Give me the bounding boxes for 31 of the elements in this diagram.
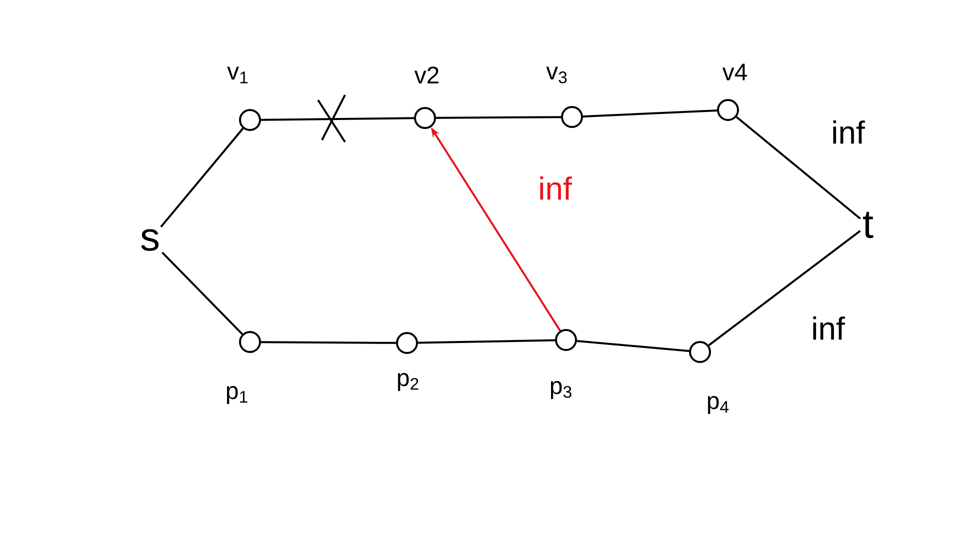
edge-label: inf xyxy=(540,176,572,200)
vertex-label: p$_{1}$ xyxy=(226,386,248,404)
edge-label: inf xyxy=(833,120,865,144)
vertex-label: v$_{1}$ xyxy=(227,66,248,84)
vertex-label: v4 xyxy=(722,64,747,80)
vertex-circle xyxy=(414,107,436,129)
vertex-circle xyxy=(689,341,711,363)
vertex-circle xyxy=(239,331,261,353)
vertex-circle xyxy=(396,332,418,354)
vertex-label: p$_{2}$ xyxy=(398,373,418,391)
node-label: t xyxy=(863,212,874,238)
vertex-label: v$_{3}$ xyxy=(546,66,567,84)
vertex-label: p$_{4}$ xyxy=(708,396,729,414)
vertex-circle xyxy=(239,109,261,131)
edge-line xyxy=(582,110,718,118)
vertex-label: v2 xyxy=(414,66,438,84)
edge-line xyxy=(162,252,244,335)
vertex-circle xyxy=(717,99,739,121)
edge-line xyxy=(160,128,244,228)
edge-line xyxy=(261,117,414,121)
edge-line xyxy=(418,339,556,344)
vertex-label: p$_{3}$ xyxy=(550,381,572,399)
edge-line xyxy=(261,341,396,344)
edge-label: inf xyxy=(813,316,845,340)
edge-line xyxy=(576,340,690,352)
edge-line xyxy=(708,230,861,346)
vertex-circle xyxy=(561,106,583,128)
node-label: s xyxy=(141,229,159,251)
edge-line xyxy=(736,116,861,220)
edge-line xyxy=(436,116,562,119)
vertex-circle xyxy=(555,329,577,351)
